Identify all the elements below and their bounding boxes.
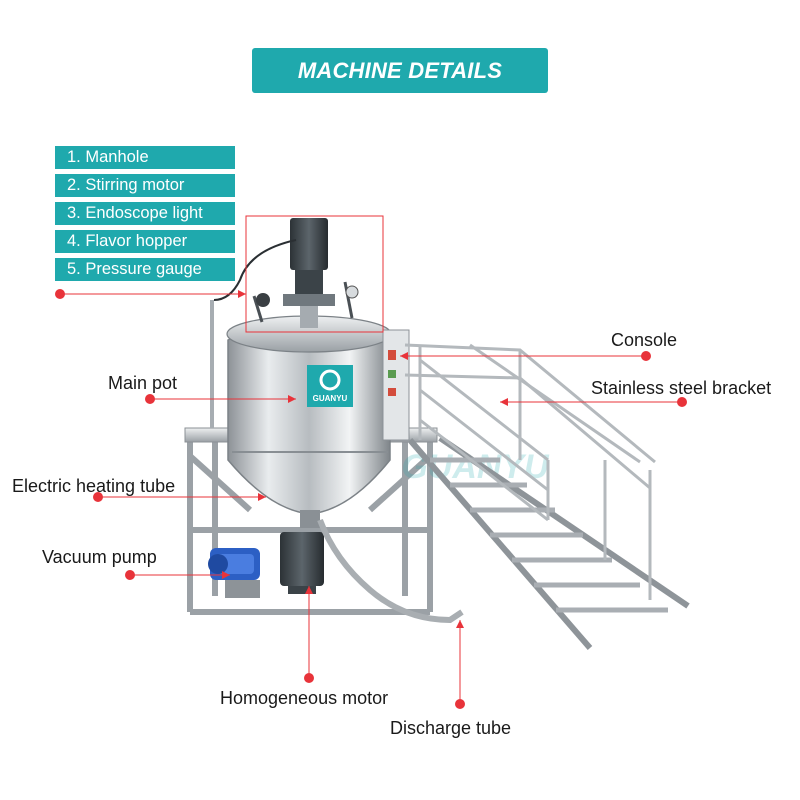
console-label: Console <box>611 330 678 350</box>
stainless-steel-bracket-label: Stainless steel bracket <box>591 378 772 398</box>
parts-list-item: 5. Pressure gauge <box>55 258 235 281</box>
highlight-box <box>245 215 384 333</box>
callout-dot <box>455 699 465 709</box>
parts-list: 1. Manhole 2. Stirring motor 3. Endoscop… <box>55 146 235 286</box>
brand-logo: GUANYU <box>307 365 353 407</box>
leader-arrowheads <box>222 290 508 628</box>
leader-lines <box>60 293 682 704</box>
callout-dot <box>145 394 155 404</box>
logo-text: GUANYU <box>313 394 348 403</box>
staircase <box>404 343 690 650</box>
homogeneous-motor <box>280 532 324 594</box>
discharge-pipe <box>317 518 464 624</box>
page-title: MACHINE DETAILS <box>297 57 503 83</box>
callout-dot <box>304 673 314 683</box>
main-tank <box>226 315 392 528</box>
parts-list-item: 1. Manhole <box>55 146 235 169</box>
callout-dot <box>93 492 103 502</box>
homogeneous-motor-label: Homogeneous motor <box>220 688 389 708</box>
parts-list-item: 4. Flavor hopper <box>55 230 235 253</box>
electric-heating-tube-label: Electric heating tube <box>12 476 176 496</box>
callout-dot <box>55 289 65 299</box>
support-frame <box>187 440 433 615</box>
callout-dot <box>641 351 651 361</box>
control-console <box>382 329 410 441</box>
vacuum-pump-label: Vacuum pump <box>42 547 157 567</box>
parts-list-item: 2. Stirring motor <box>55 174 235 197</box>
main-pot-label: Main pot <box>108 373 178 393</box>
discharge-tube-label: Discharge tube <box>390 718 512 738</box>
parts-list-item: 3. Endoscope light <box>55 202 235 225</box>
vacuum-pump <box>208 548 260 598</box>
header-banner: MACHINE DETAILS <box>252 48 548 93</box>
callout-dot <box>125 570 135 580</box>
stirring-motor <box>213 218 359 328</box>
callout-dot <box>677 397 687 407</box>
